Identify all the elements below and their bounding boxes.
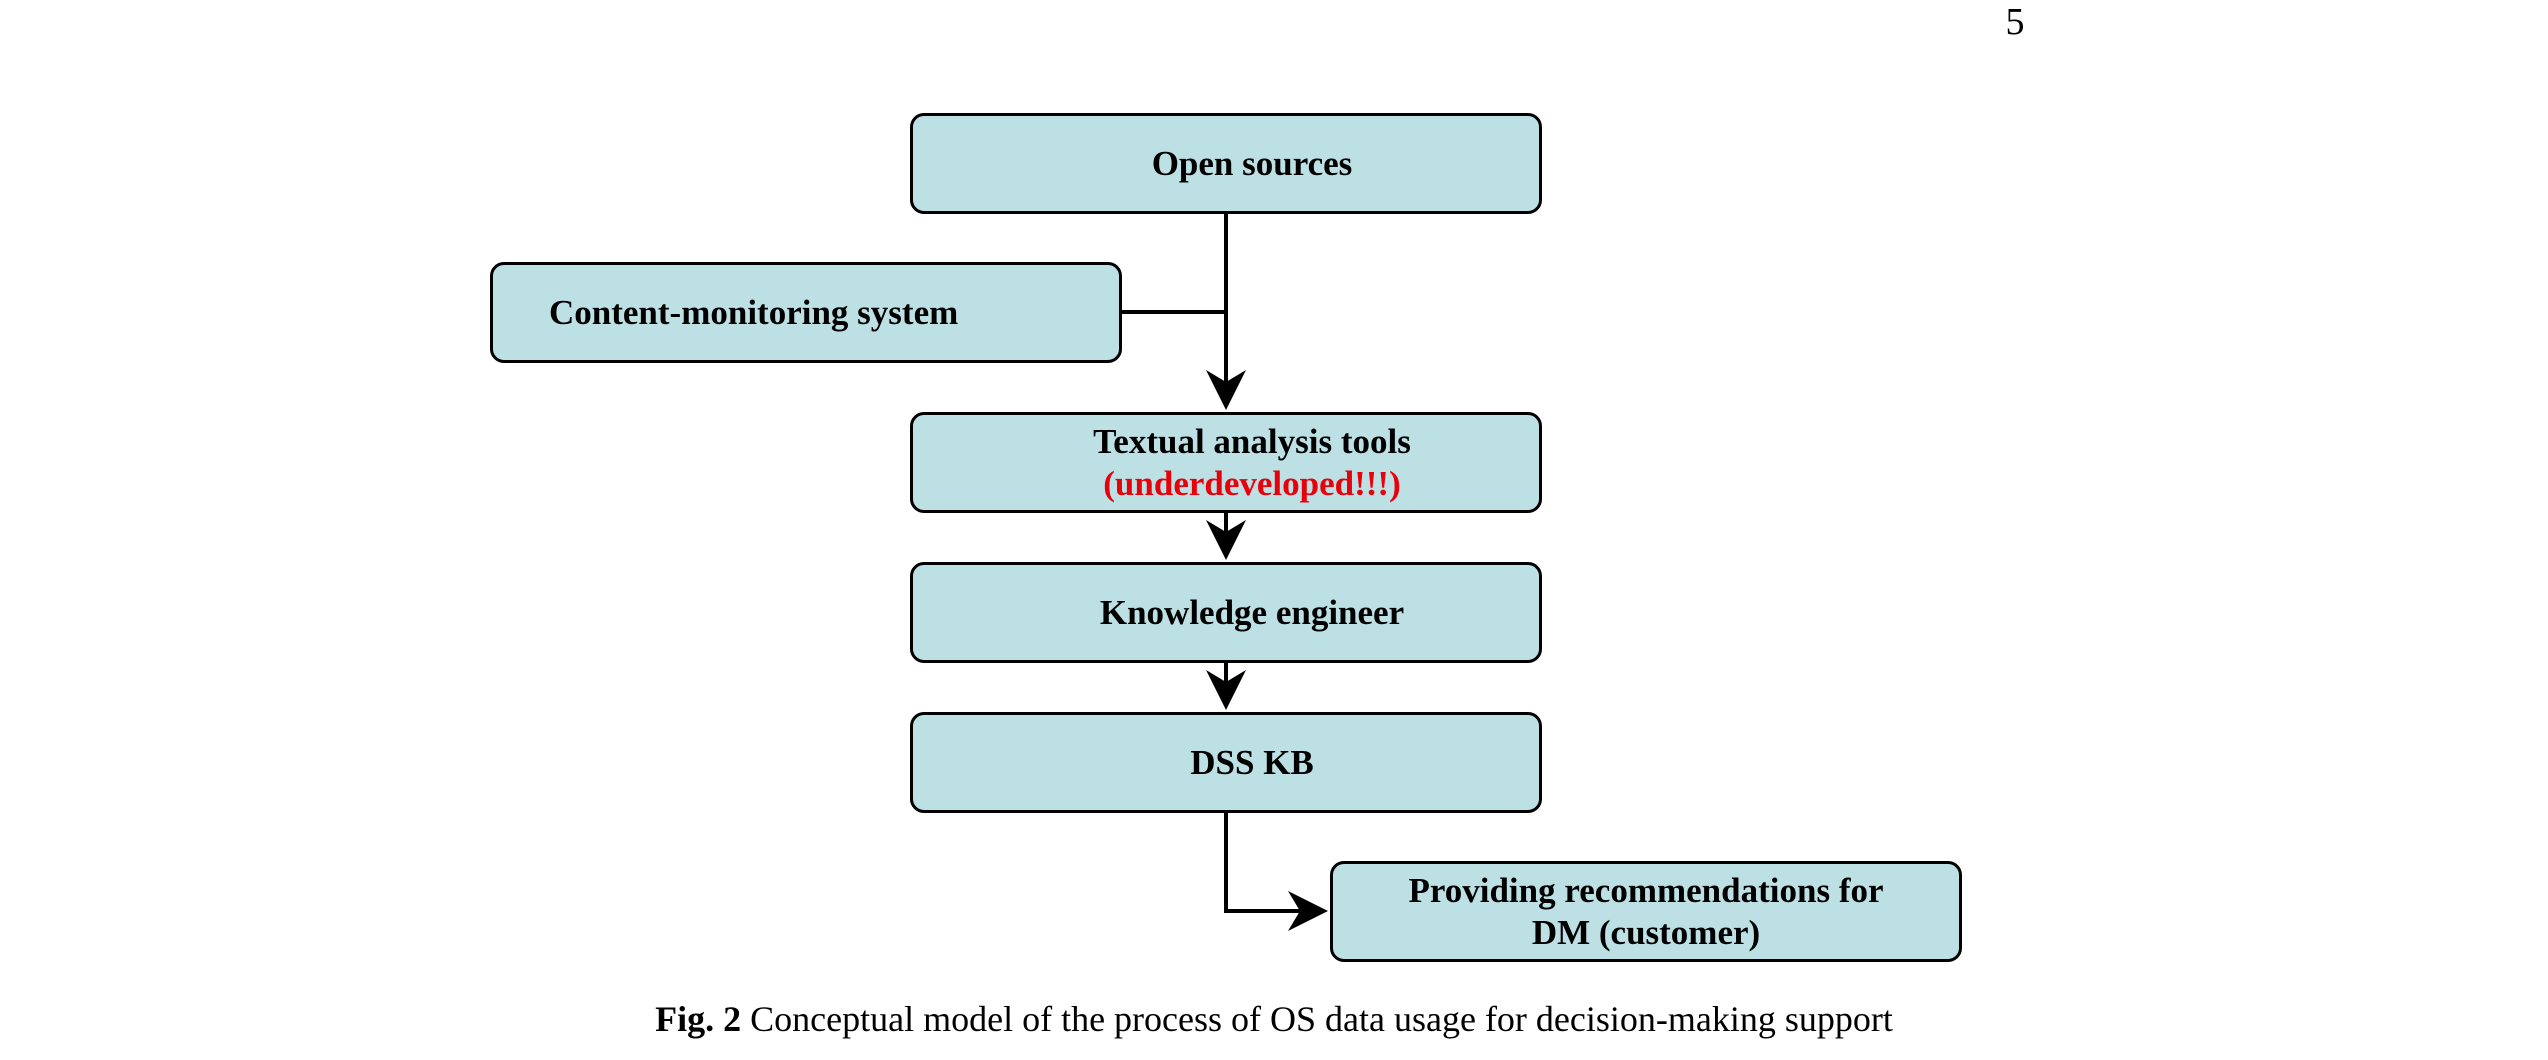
figure-caption-label: Fig. 2 bbox=[655, 999, 742, 1039]
figure-caption: Fig. 2 Conceptual model of the process o… bbox=[0, 997, 2548, 1041]
node-recommendations-line1: Providing recommendations for bbox=[1408, 870, 1884, 910]
node-open-sources: Open sources bbox=[910, 113, 1542, 214]
node-content-monitoring-system: Content-monitoring system bbox=[490, 262, 1122, 363]
node-textual-analysis-tools: Textual analysis tools (underdeveloped!!… bbox=[910, 412, 1542, 513]
node-open-sources-label: Open sources bbox=[1151, 143, 1353, 183]
node-dss-kb: DSS KB bbox=[910, 712, 1542, 813]
figure-caption-text: Conceptual model of the process of OS da… bbox=[750, 999, 1893, 1039]
node-providing-recommendations: Providing recommendations for DM (custom… bbox=[1330, 861, 1962, 962]
page-number: 5 bbox=[2005, 1, 2025, 43]
node-recommendations-line2: DM (customer) bbox=[1531, 912, 1761, 952]
node-dss-kb-label: DSS KB bbox=[1190, 742, 1314, 782]
node-content-monitoring-label: Content-monitoring system bbox=[549, 292, 959, 332]
node-textual-analysis-label: Textual analysis tools bbox=[1093, 421, 1411, 461]
node-knowledge-engineer-label: Knowledge engineer bbox=[1099, 592, 1405, 632]
edge-dss-to-recommendations bbox=[1224, 813, 1328, 931]
node-textual-analysis-warning: (underdeveloped!!!) bbox=[1103, 463, 1401, 503]
node-knowledge-engineer: Knowledge engineer bbox=[910, 562, 1542, 663]
